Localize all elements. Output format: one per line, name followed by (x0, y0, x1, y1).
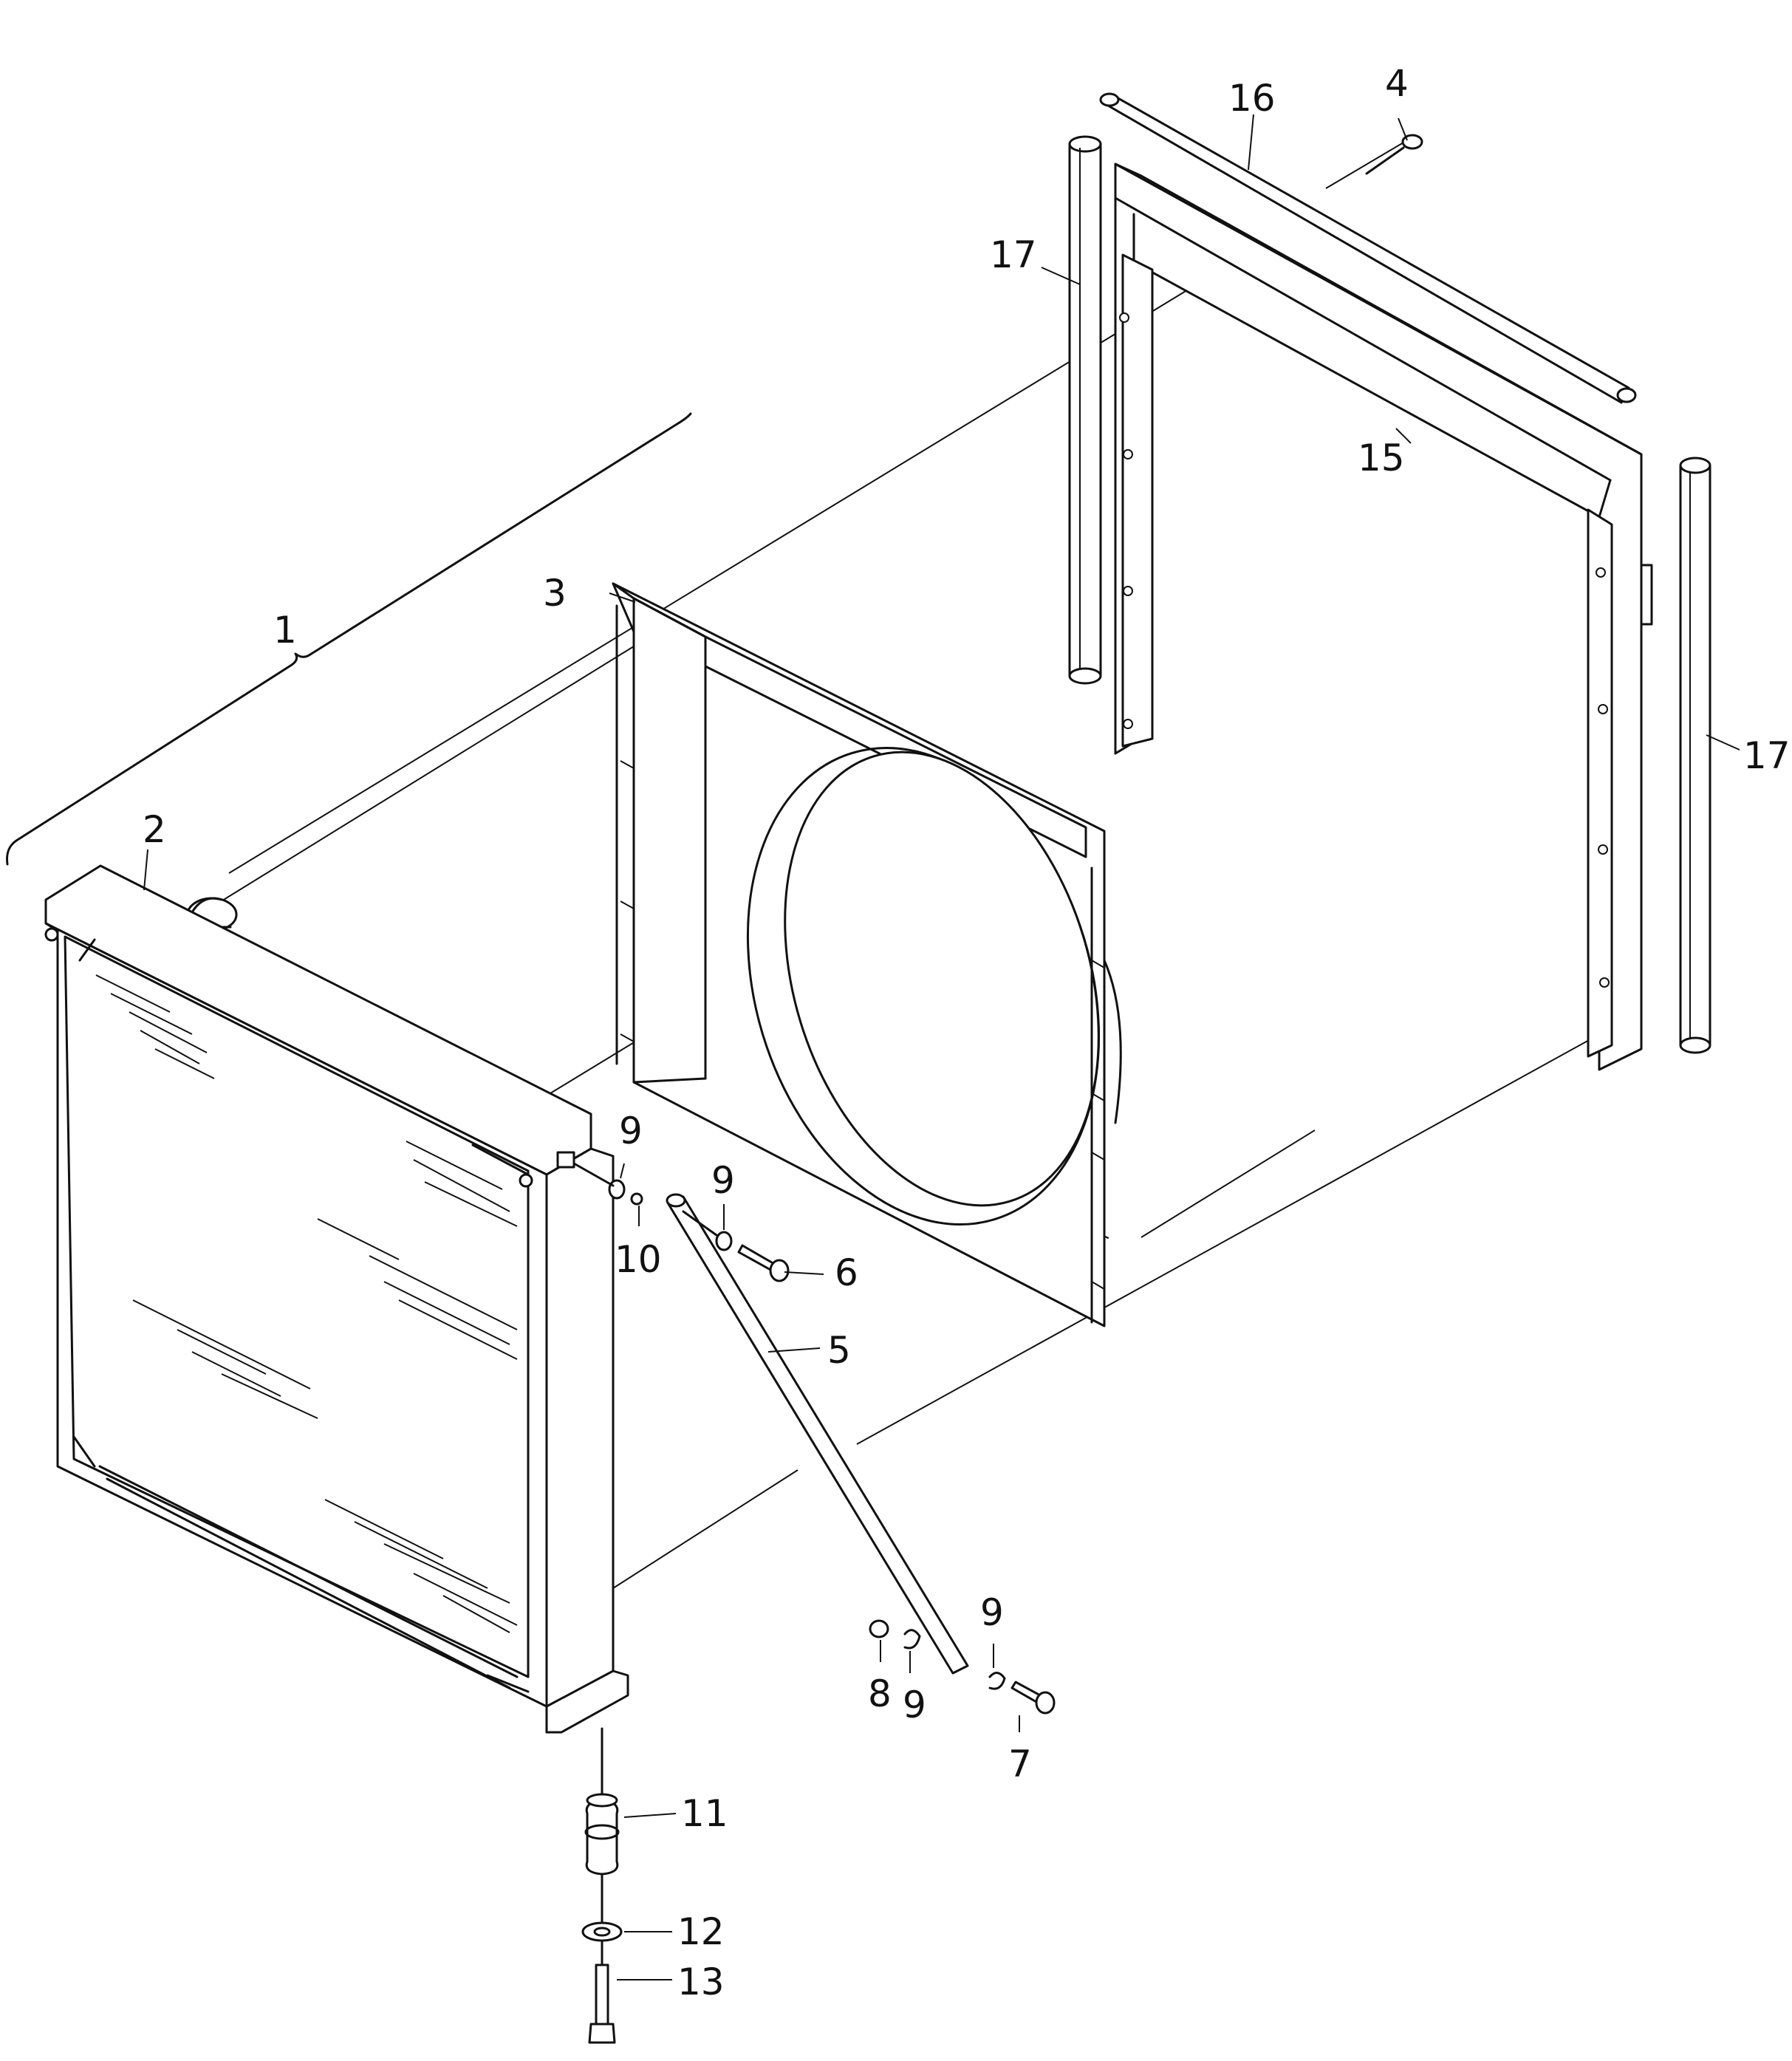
callout-11: 11 (681, 1792, 728, 1835)
callout-17b: 17 (1743, 734, 1791, 777)
callout-9a: 9 (619, 1110, 643, 1152)
side-seal-left (1068, 135, 1102, 685)
callout-4: 4 (1385, 62, 1409, 105)
callout-16: 16 (1228, 77, 1276, 120)
callout-13: 13 (677, 1961, 725, 2003)
callout-5: 5 (827, 1329, 851, 1372)
callout-17a: 17 (990, 233, 1037, 276)
bolt-4 (1365, 134, 1423, 175)
assembly-bracket (6, 412, 692, 866)
callout-9d: 9 (903, 1684, 926, 1726)
bolt-6 (682, 1210, 790, 1282)
callout-1: 1 (273, 609, 297, 652)
stay-rod (666, 1193, 969, 1675)
callout-7: 7 (1008, 1743, 1032, 1785)
top-seal (1099, 92, 1637, 404)
upper-clip (556, 1151, 643, 1206)
radiator (44, 864, 629, 1734)
callout-8: 8 (868, 1672, 892, 1715)
radiator-core-hatching (95, 974, 518, 1633)
side-seal-right (1679, 457, 1711, 1054)
lower-fasteners (869, 1619, 1056, 1715)
callouts: 1 2 3 4 5 6 7 8 9 9 9 9 10 11 12 13 15 1… (143, 62, 1791, 2003)
fasteners (556, 134, 1423, 2044)
fan-shroud (612, 582, 1122, 1327)
callout-9b: 9 (711, 1159, 735, 1202)
callout-3: 3 (543, 572, 567, 615)
callout-15: 15 (1358, 437, 1405, 479)
callout-10: 10 (615, 1238, 662, 1281)
callout-6: 6 (835, 1251, 858, 1294)
rear-frame (1114, 163, 1653, 1071)
callout-9c: 9 (980, 1591, 1004, 1634)
callout-12: 12 (677, 1910, 725, 1953)
callout-2: 2 (143, 808, 166, 851)
leader-lines (143, 114, 1740, 1980)
fan-opening (746, 747, 1101, 1226)
mount-stack (581, 1727, 623, 2044)
